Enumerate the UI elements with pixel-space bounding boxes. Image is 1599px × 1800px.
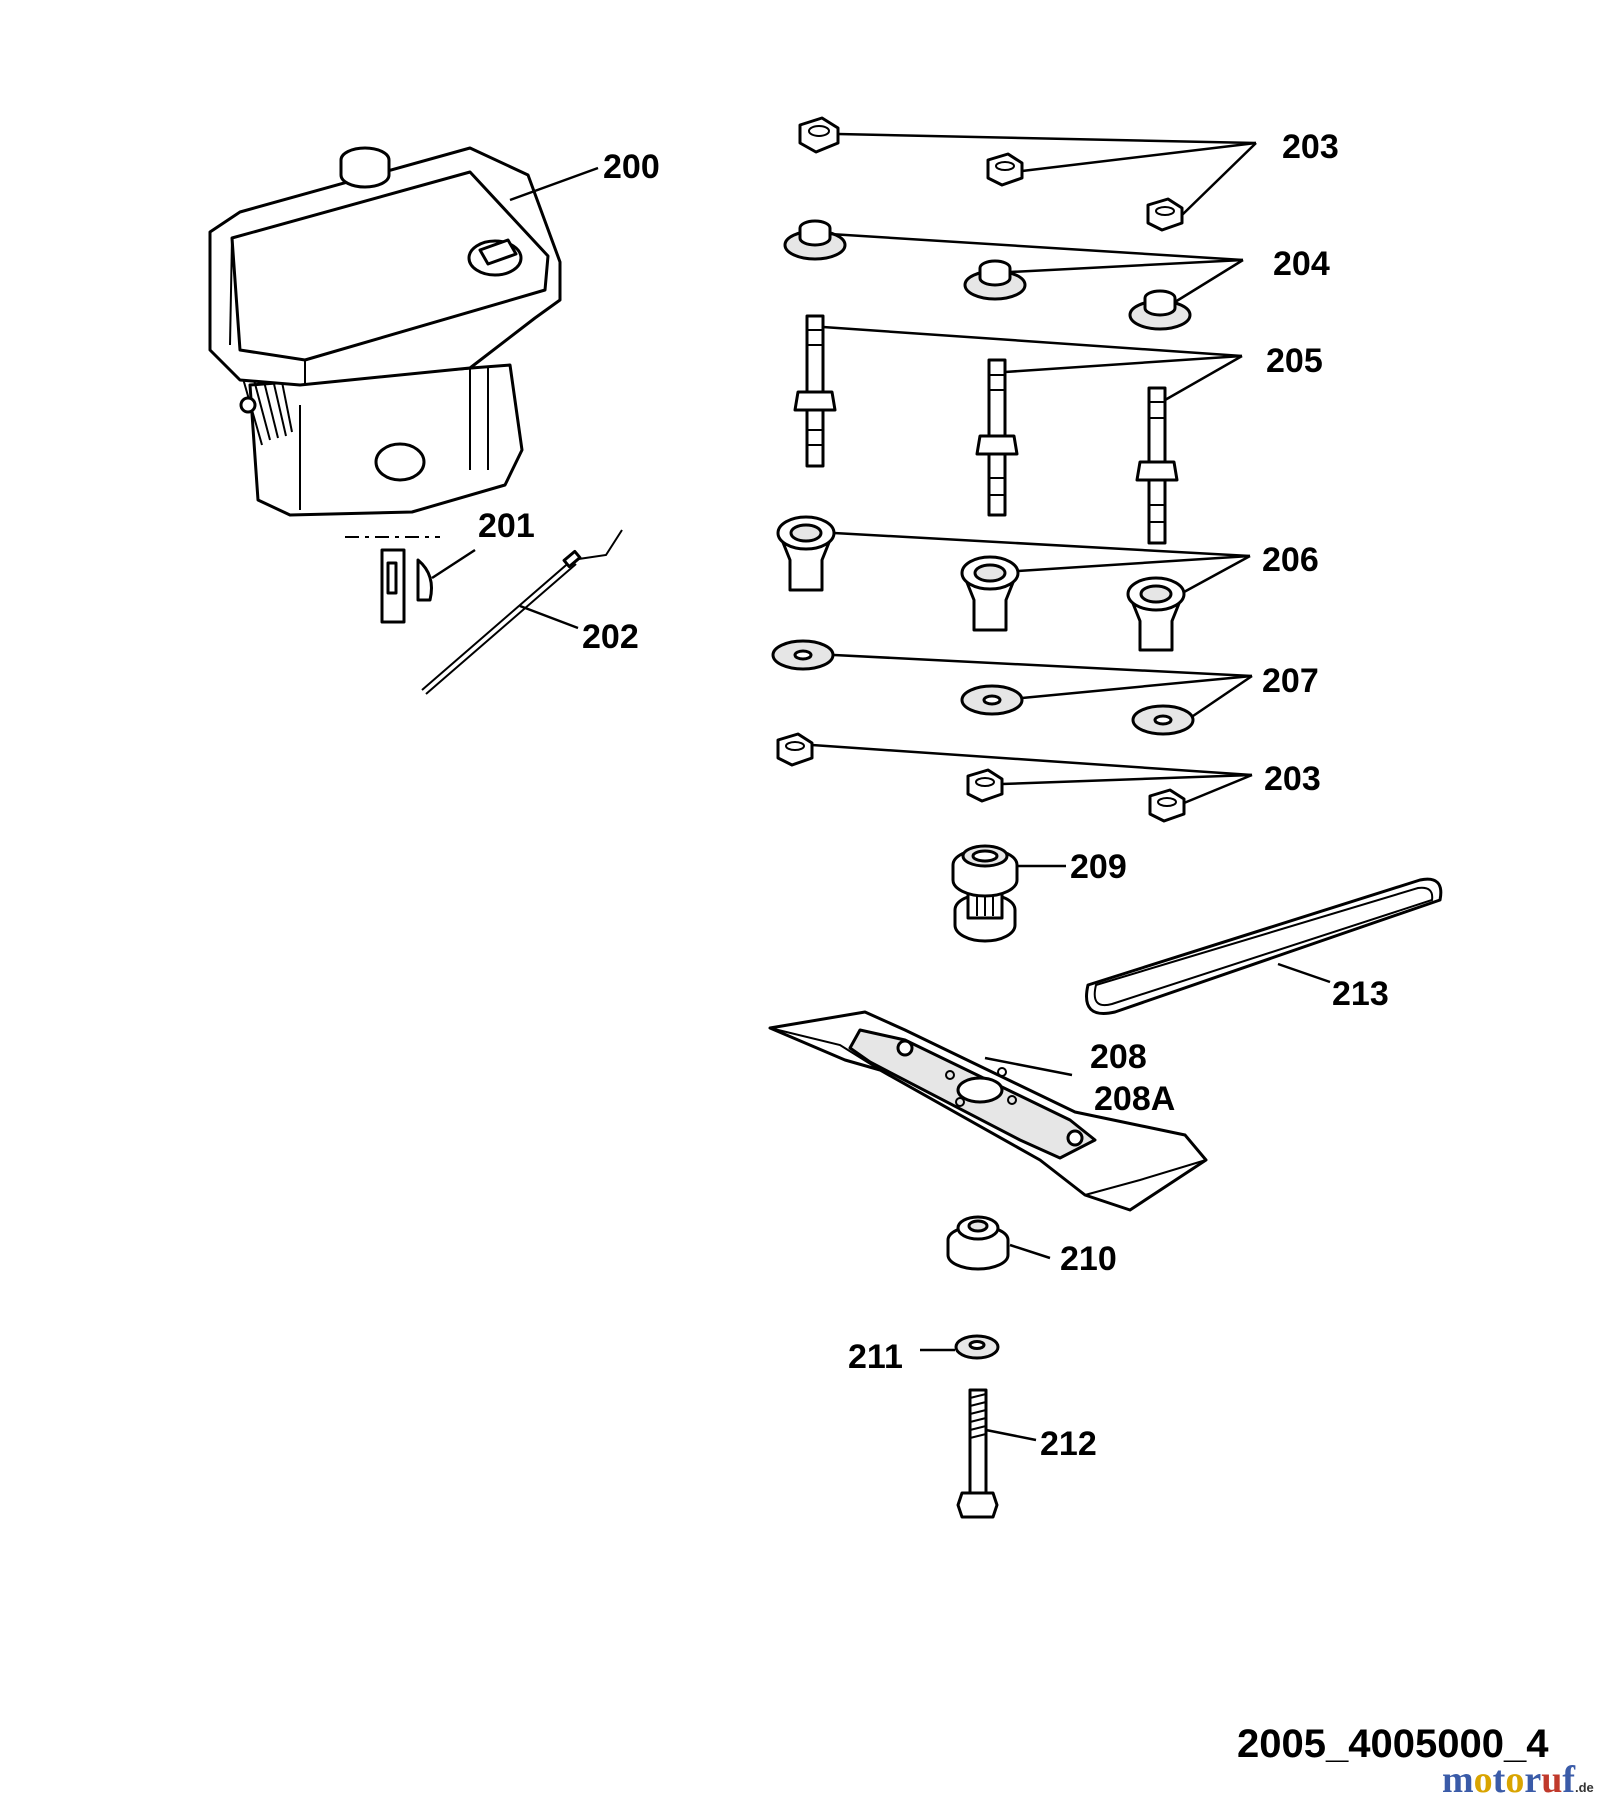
label-208a: 208A xyxy=(1094,1080,1175,1118)
nut-203-top xyxy=(798,116,1184,232)
label-212: 212 xyxy=(1040,1425,1097,1463)
engine-200 xyxy=(208,146,562,517)
label-208: 208 xyxy=(1090,1038,1147,1076)
stud-bolt-205 xyxy=(793,314,1179,545)
flat-washer-207 xyxy=(771,639,1195,736)
label-213: 213 xyxy=(1332,975,1389,1013)
watermark-logo: motoruf.de xyxy=(1442,1759,1594,1800)
label-204: 204 xyxy=(1273,245,1330,283)
label-201: 201 xyxy=(478,507,535,545)
label-210: 210 xyxy=(1060,1240,1117,1278)
pulley-adapter-209 xyxy=(951,844,1019,943)
washer-211 xyxy=(954,1334,1000,1360)
blade-carrier-210 xyxy=(946,1215,1010,1271)
label-207: 207 xyxy=(1262,662,1319,700)
v-belt-213 xyxy=(1085,877,1443,1015)
label-202: 202 xyxy=(582,618,639,656)
cable-202 xyxy=(421,529,623,695)
label-203-bottom: 203 xyxy=(1264,760,1321,798)
label-205: 205 xyxy=(1266,342,1323,380)
label-209: 209 xyxy=(1070,848,1127,886)
bushing-206 xyxy=(776,515,1186,652)
label-211: 211 xyxy=(848,1338,903,1376)
label-203-top: 203 xyxy=(1282,128,1339,166)
blade-208 xyxy=(768,1010,1208,1212)
washer-204 xyxy=(783,219,1192,331)
label-200: 200 xyxy=(603,148,660,186)
drawing-reference: 2005_4005000_4 xyxy=(1237,1722,1549,1766)
nut-203-bottom xyxy=(776,732,1186,823)
woodruff-key-201 xyxy=(345,536,440,624)
bolt-212 xyxy=(956,1388,999,1519)
label-206: 206 xyxy=(1262,541,1319,579)
